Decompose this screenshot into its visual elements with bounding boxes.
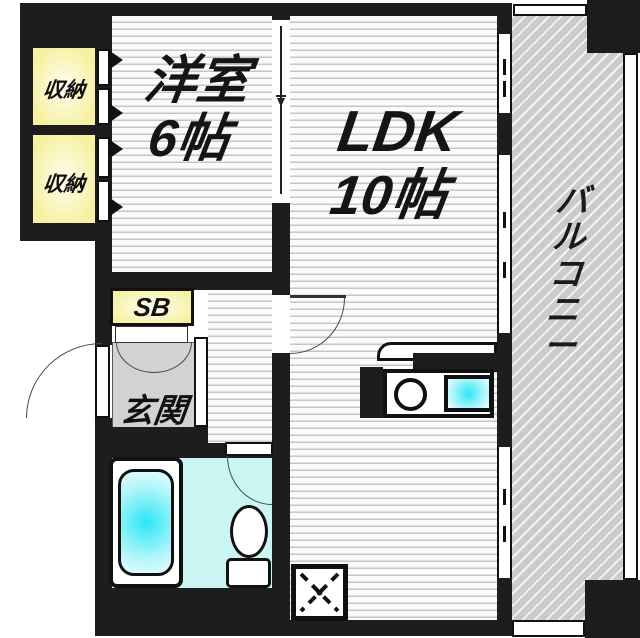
sliding-door-arrow-icon [277, 98, 285, 107]
shoe-box-label: SB [132, 292, 172, 322]
ldk-door-open-leaf [290, 295, 346, 298]
closet-lower [33, 135, 95, 223]
wall-left-bath [95, 418, 112, 621]
closet-door-swing-icon [110, 51, 123, 69]
sliding-door-track [280, 26, 282, 194]
closet-upper [33, 48, 95, 125]
hallway-floor [208, 288, 274, 443]
western-room-label: 洋室 6帖 [102, 52, 284, 168]
closet-door-leaf [97, 180, 110, 222]
ldk-size: 10帖 [326, 163, 452, 226]
wall-left-mid [95, 240, 112, 345]
refrigerator-space [360, 367, 383, 418]
wall-top [100, 3, 512, 16]
wall-hall-top [97, 272, 290, 290]
kitchen-sink [444, 375, 493, 412]
western-room-size: 6帖 [144, 110, 234, 169]
wall-right-seg1 [497, 14, 512, 34]
western-room-name: 洋室 [141, 52, 254, 110]
closet-door-leaf [97, 49, 110, 86]
wall-right-seg3 [497, 333, 512, 447]
bathroom-door-leaf [225, 442, 273, 456]
wall-divider-low [272, 353, 290, 445]
wall-right-seg4 [497, 578, 512, 622]
stove-burner-icon [394, 378, 427, 411]
closet-door-swing-icon [110, 104, 123, 122]
closet-upper-label: 収納 [41, 79, 87, 102]
toilet-tank [226, 558, 271, 588]
wall-bottom [95, 620, 512, 636]
closet-door-leaf [97, 137, 110, 178]
closet-lower-label: 収納 [41, 173, 87, 196]
ldk-label: LDK 10帖 [281, 99, 506, 227]
balcony-rail-top [513, 4, 587, 16]
entrance-door-leaf [95, 345, 110, 418]
window-middle [497, 155, 512, 333]
ldk-door-gap [272, 295, 290, 353]
wall-bath-right [272, 443, 290, 590]
wall-divider-mid [272, 203, 290, 295]
western-room-floor [110, 16, 272, 272]
entrance-door-arc [26, 343, 102, 418]
closet-door-leaf [97, 88, 110, 125]
window-upper [497, 34, 512, 113]
ldk-name: LDK [333, 99, 463, 164]
shoe-box-door-strip [115, 326, 188, 343]
balcony-rail-right [623, 53, 638, 580]
balcony-floor [512, 16, 625, 622]
toilet-bowl [230, 505, 268, 558]
window-lower [497, 447, 512, 578]
wall-top-right-block [587, 0, 640, 53]
balcony-rail-bottom [512, 620, 585, 637]
kitchen-wall-band [413, 353, 504, 372]
closet-door-swing-icon [110, 198, 123, 216]
closet-door-swing-icon [110, 140, 123, 158]
hall-door-leaf [194, 337, 208, 427]
appliance-space-x-icon [291, 564, 348, 621]
wall-bottom-right-block [585, 580, 640, 638]
sliding-door-tick [276, 95, 286, 97]
entrance-label: 玄関 [118, 392, 189, 429]
wall-bath-top [95, 427, 208, 458]
wall-right-seg2 [497, 113, 512, 155]
shoe-box [110, 288, 194, 326]
bathtub-inner [118, 469, 174, 576]
wall-slider-tab [272, 13, 290, 20]
